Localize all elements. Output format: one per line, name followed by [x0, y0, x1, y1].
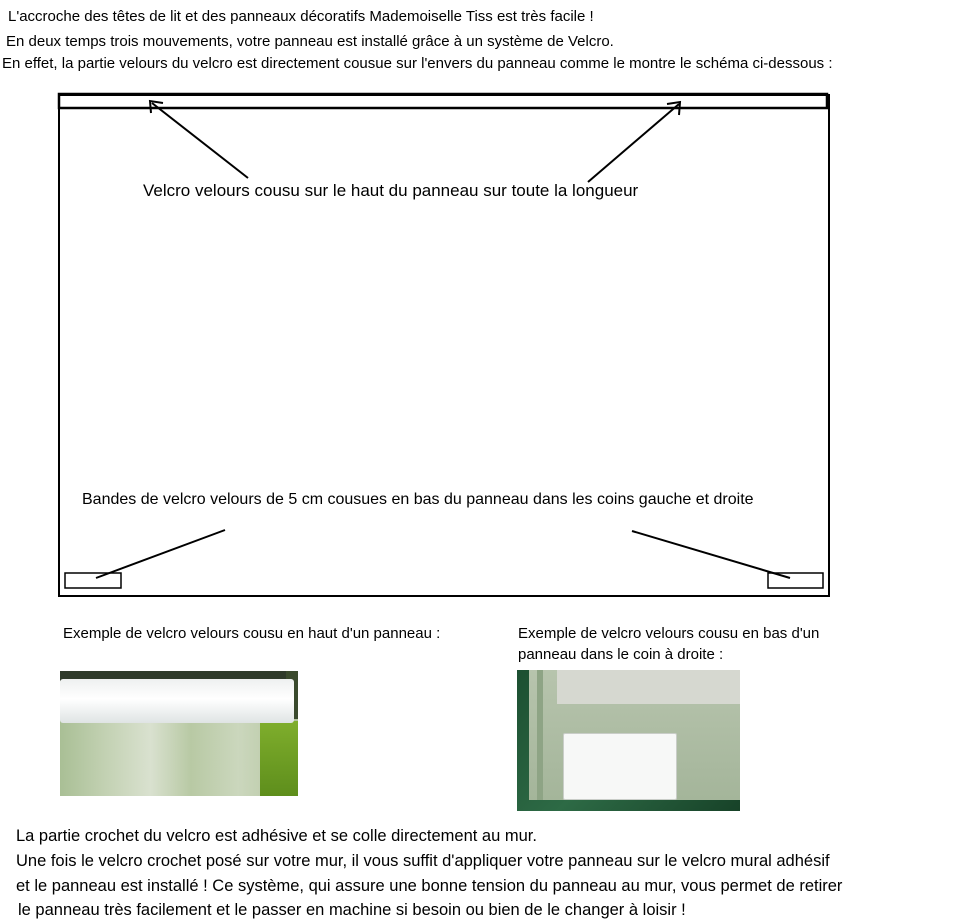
- label-bottom-velcro: Bandes de velcro velours de 5 cm cousues…: [82, 491, 754, 508]
- label-top-velcro: Velcro velours cousu sur le haut du pann…: [143, 181, 639, 200]
- arrow-top-left-line: [151, 102, 249, 179]
- arrow-top-left-head: [148, 99, 164, 114]
- panel-diagram: [57, 92, 830, 597]
- footer-line-2: Une fois le velcro crochet posé sur votr…: [16, 852, 830, 870]
- photo-top-velcro-example: [60, 671, 298, 796]
- footer-line-4: le panneau très facilement et le passer …: [18, 901, 686, 919]
- top-velcro-strip: [57, 92, 829, 110]
- pointer-bottom-right: [631, 530, 791, 579]
- intro-line-3: En effet, la partie velours du velcro es…: [2, 55, 833, 72]
- footer-line-1: La partie crochet du velcro est adhésive…: [16, 827, 537, 845]
- arrow-top-right-line: [587, 103, 680, 183]
- pointer-bottom-left: [95, 529, 226, 579]
- intro-line-2: En deux temps trois mouvements, votre pa…: [6, 33, 614, 50]
- panel-outline: [58, 94, 830, 597]
- photo-corner-velcro-example: [517, 670, 740, 811]
- bottom-left-velcro-strip: [64, 572, 122, 589]
- bottom-right-velcro-strip: [767, 572, 824, 589]
- footer-line-3: et le panneau est installé ! Ce système,…: [16, 877, 843, 895]
- caption-top-example: Exemple de velcro velours cousu en haut …: [63, 625, 441, 642]
- caption-bottom-example: Exemple de velcro velours cousu en bas d…: [518, 625, 820, 663]
- arrow-top-right-head: [666, 100, 682, 116]
- intro-line-1: L'accroche des têtes de lit et des panne…: [8, 8, 594, 25]
